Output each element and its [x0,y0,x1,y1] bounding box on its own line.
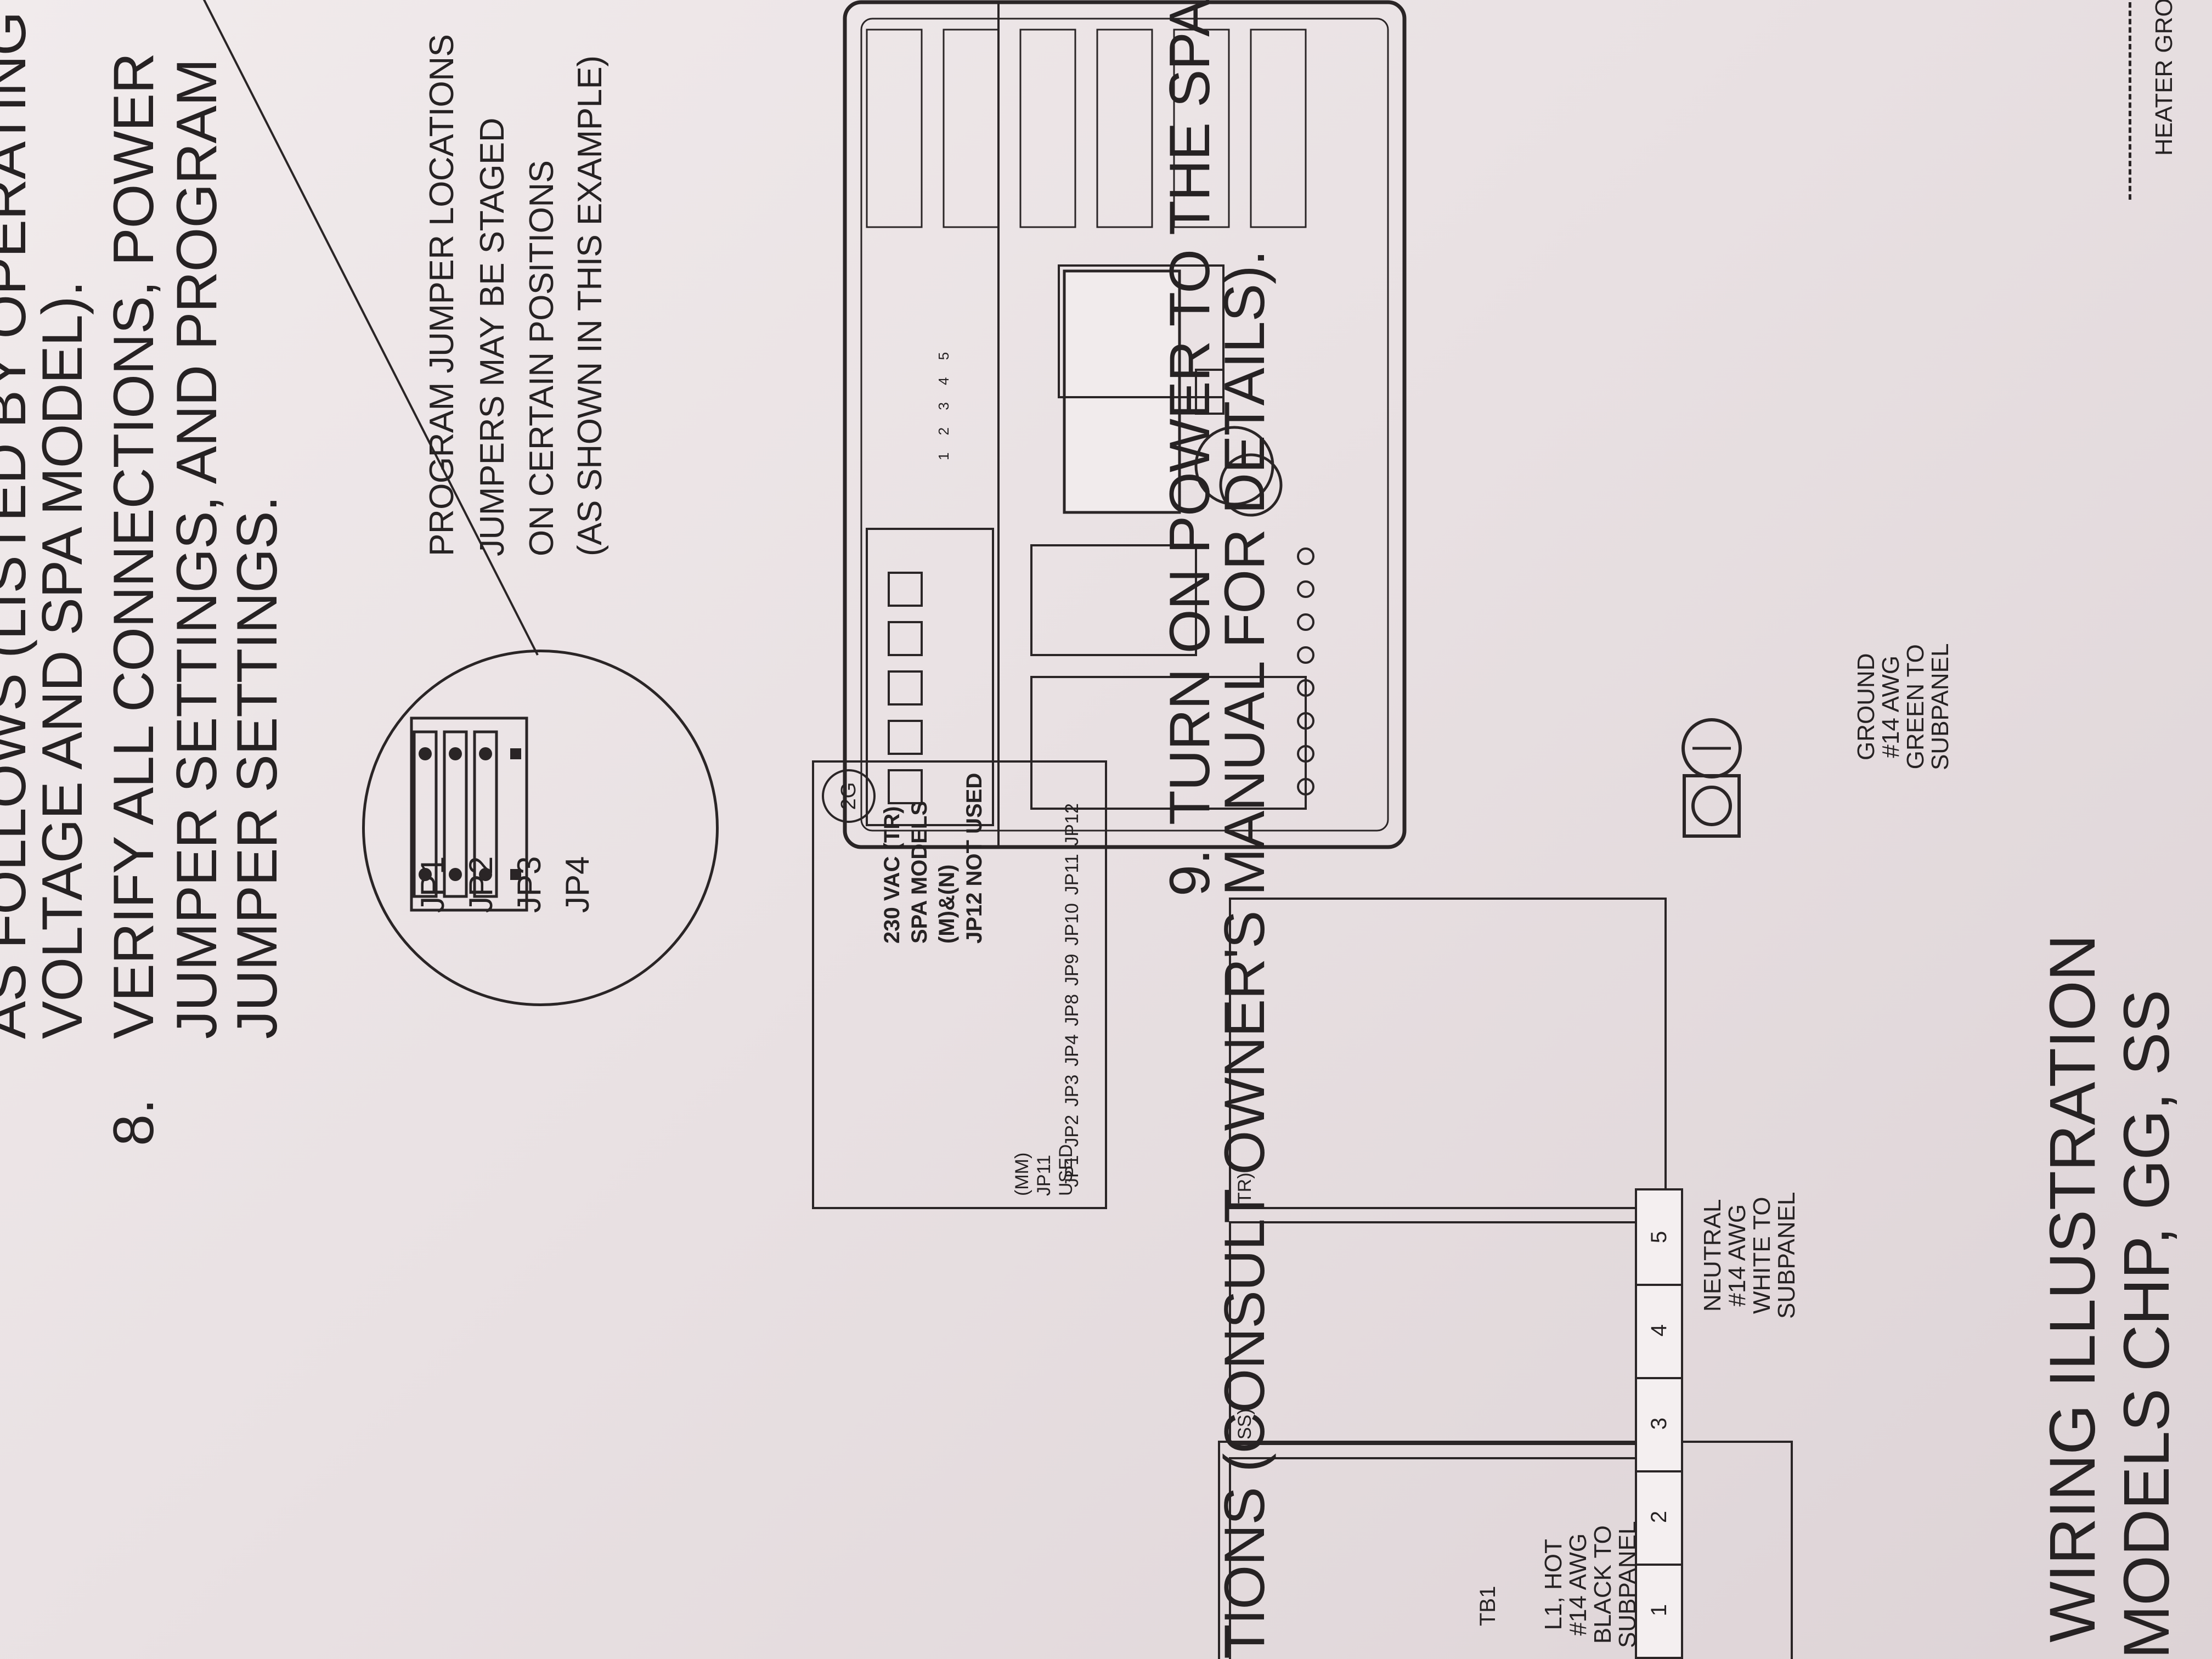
config-2g-badge: 2G [822,769,876,823]
cfg-label-jp9: JP9 [1062,953,1082,986]
neutral-wire-line-3: WHITE TO [1748,1197,1775,1314]
jumper-table-3 [1229,1221,1667,1445]
config-2g-mm-2: JP11 [1034,1155,1054,1196]
zoom-jumper-pin-1-2 [419,747,432,760]
zoom-jumper-pin-3-2 [479,747,492,760]
program-note-1: PROGRAM JUMPER LOCATIONS [423,34,461,556]
neutral-wire-line-2: #14 AWG [1723,1204,1751,1307]
config-2g-labels: JP1 JP2 JP3 JP4 JP8 JP9 JP10 JP11 JP12 [1062,803,1083,1187]
title-line-2: MODELS CHP, GG, SS [2111,990,2183,1659]
board-connector-2 [943,29,1000,228]
ground-wire-line-4: SUBPANEL [1926,643,1954,771]
config-2g-line-1: 230 VAC (TR) [880,806,904,944]
program-note-2: JUMPERS MAY BE STAGED [473,117,511,556]
hot-wire-line-4: SUBPANEL [1613,1521,1641,1649]
ground-wire-line-3: GREEN TO [1901,644,1929,770]
ground-wire-label: GROUND #14 AWG GREEN TO SUBPANEL [1853,643,1954,771]
heater-ground-label: HEATER GROUND [2151,0,2177,156]
neutral-wire-line-1: NEUTRAL [1699,1199,1726,1312]
cfg-label-jp3: JP3 [1062,1074,1082,1107]
config-2g-mm-1: (MM) [1012,1152,1032,1196]
intro-line-2: VOLTAGE AND SPA MODEL). [31,281,94,1039]
jumper-table-4 [1229,898,1667,1209]
neutral-wire-line-4: SUBPANEL [1773,1192,1800,1319]
board-connector-6 [1250,29,1307,228]
cfg-label-jp4: JP4 [1062,1034,1082,1066]
board-transformer [1030,544,1197,656]
hot-wire-line-2: #14 AWG [1564,1533,1592,1636]
tb1-position-4: 4 [1635,1282,1683,1379]
step-8-number: 8. [102,1098,166,1146]
cfg-label-jp2: JP2 [1062,1115,1082,1147]
step-8-line-2: JUMPER SETTINGS, AND PROGRAM [165,59,229,1039]
board-connector-1 [866,29,923,228]
cfg-label-jp8: JP8 [1062,994,1082,1026]
zoom-jumper-pin-4-2 [510,748,521,759]
board-relay-block [1030,676,1307,810]
board-pad-5 [1297,646,1314,664]
board-pad-6 [1297,613,1314,631]
circuit-board-drawing [843,0,1407,849]
board-terminal-numbers: 1 2 3 4 5 [935,345,952,460]
step-8-line-3: JUMPER SETTINGS. [225,496,289,1039]
board-pad-8 [1297,548,1314,565]
board-connector-3 [1019,29,1076,228]
step-9-line-2: TIONS (CONSULT OWNER'S MANUAL FOR DETAIL… [1213,250,1277,1659]
heater-ground-dashed-line [2129,2,2131,200]
zoom-jumper-shunt-2 [443,730,468,898]
hot-wire-line-1: L1, HOT [1540,1539,1567,1630]
zoom-jumper-pin-1-1 [419,868,432,881]
zoom-jumper-pin-3-1 [479,868,492,881]
program-note-3: ON CERTAIN POSITIONS [523,160,561,556]
zoom-jumper-pin-2-1 [449,868,462,881]
cfg-label-jp10: JP10 [1062,903,1082,946]
title-line-1: WIRING ILLUSTRATION [2036,934,2109,1643]
zoom-jumper-drawing [153,0,539,912]
hot-wire-label: L1, HOT #14 AWG BLACK TO SUBPANEL [1540,1521,1641,1649]
config-2g-line-3: (M)&(N) [935,864,959,944]
board-terminal-2 [888,720,923,755]
tb1-position-3: 3 [1635,1375,1683,1472]
ground-wire-line-1: GROUND [1853,653,1880,761]
board-terminal-5 [888,572,923,607]
board-pad-7 [1297,580,1314,598]
hot-wire-line-3: BLACK TO [1589,1525,1616,1644]
zoom-jumper-pin-2-2 [449,747,462,760]
board-terminal-3 [888,670,923,706]
tb1-label: TB1 [1476,1585,1500,1626]
board-terminal-4 [888,621,923,656]
ground-wire-line-2: #14 AWG [1877,655,1904,758]
board-connector-5 [1173,29,1230,228]
cfg-label-jp11: JP11 [1062,854,1082,895]
step-8-line-1: VERIFY ALL CONNECTIONS, POWER [102,53,166,1039]
zoom-jumper-pin-4-1 [510,869,521,880]
zoom-jumper-shunt-1 [413,730,438,898]
zoom-jumper-shunt-3 [473,730,498,898]
cfg-label-jp1: JP1 [1062,1155,1082,1187]
neutral-wire-label: NEUTRAL #14 AWG WHITE TO SUBPANEL [1699,1192,1800,1319]
cfg-label-jp12: JP12 [1062,803,1082,846]
config-2g-line-2: SPA MODELS [907,800,932,944]
program-note-4: (AS SHOWN IN THIS EXAMPLE) [571,55,609,556]
board-connector-4 [1096,29,1153,228]
config-2g-line-4: JP12 NOT USED [962,772,986,944]
board-terminal-1 [888,769,923,804]
tb1-position-2: 2 [1635,1468,1683,1566]
tb1-position-5: 5 [1635,1188,1683,1286]
tb1-position-1: 1 [1635,1561,1683,1659]
ground-terminal-icon [1681,718,1742,838]
